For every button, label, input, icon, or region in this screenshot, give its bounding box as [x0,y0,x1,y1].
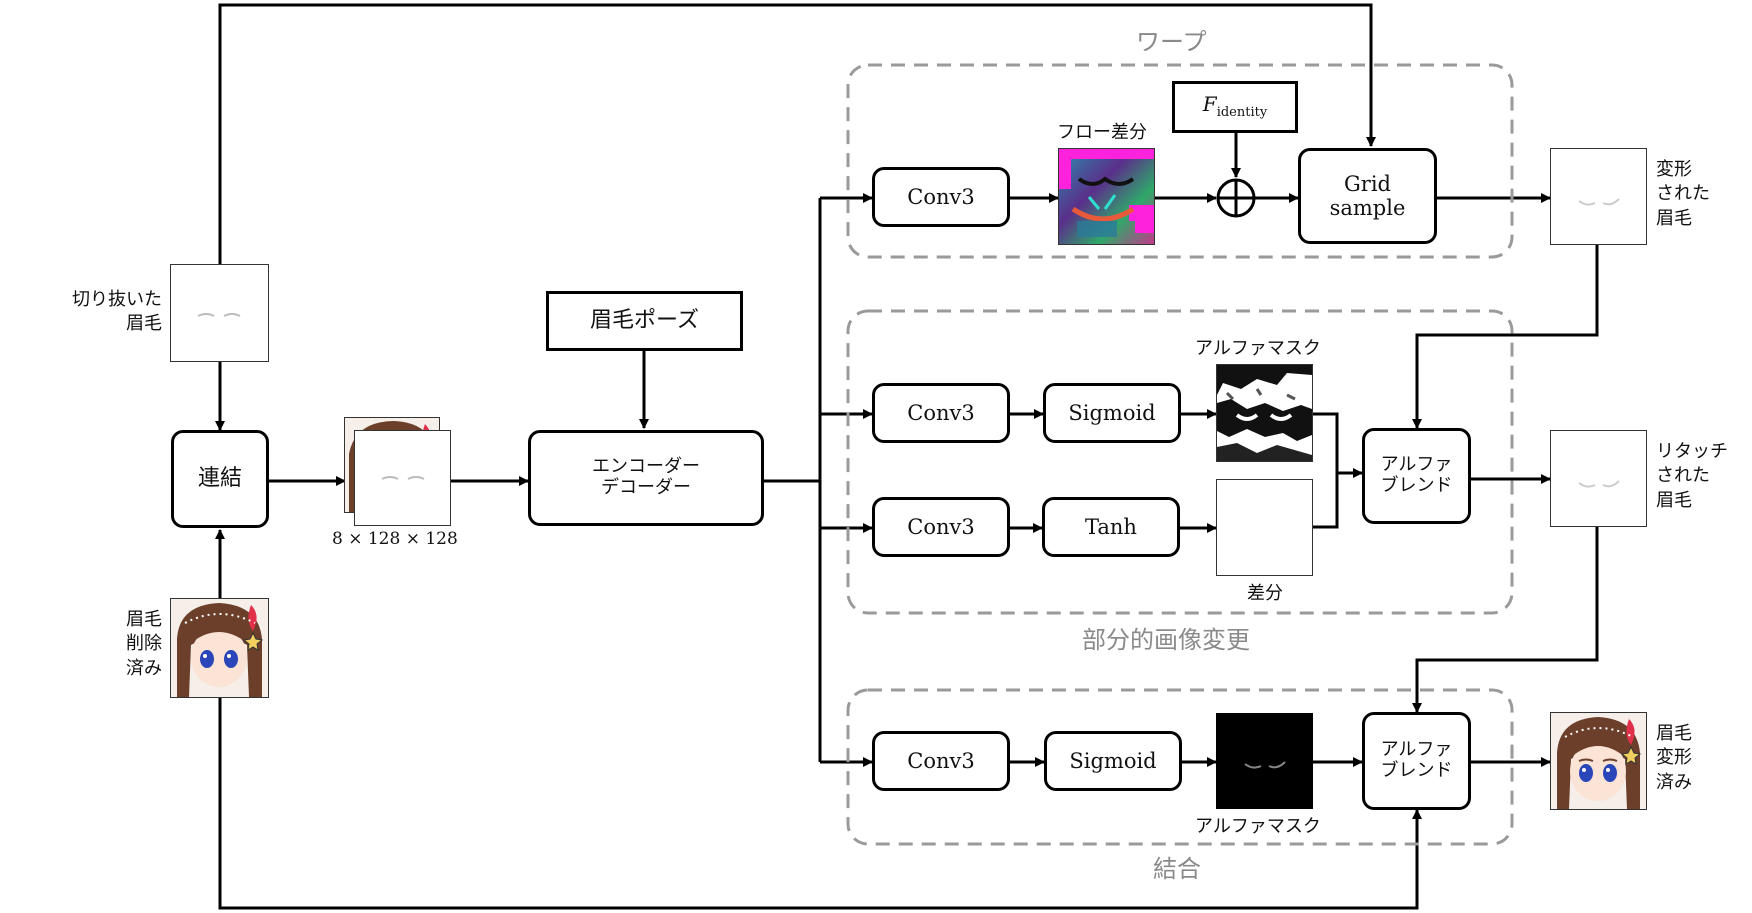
alpha-mask-combine-image [1216,713,1313,809]
eyebrow-removed-face-image [170,598,269,698]
conv3-partial-a-box: Conv3 [872,383,1010,443]
alpha-blend-partial-box: アルファ ブレンド [1362,428,1471,524]
f-identity-label: Fidentity [1203,93,1267,121]
group-frame-combine [846,688,1514,846]
eyebrow-transformed-face-image [1550,712,1647,810]
group-frame-warp [846,63,1514,259]
f-identity-main: F [1202,92,1217,117]
warped-eyebrow-line3: 眉毛 [1656,207,1692,229]
retouched-eyebrow-line2: された [1656,465,1710,487]
line-mask-to-join [1313,412,1339,529]
warped-eyebrow-line1: 変形 [1656,159,1692,180]
cropped-eyebrow-label: 切り抜いた 眉毛 [54,288,162,337]
cropped-eyebrow-label-line2: 眉毛 [126,313,162,335]
cropped-eyebrow-label-line1: 切り抜いた [72,289,162,310]
eyebrow-removed-label-line3: 済み [126,657,162,679]
warped-eyebrow-image [1550,148,1647,245]
retouched-eyebrow-label: リタッチ された 眉毛 [1656,440,1728,513]
eyebrow-removed-label-line1: 眉毛 [126,609,162,630]
sigmoid-combine-box: Sigmoid [1044,731,1182,791]
conv3-partial-b-box: Conv3 [872,497,1010,557]
flow-diff-image [1058,148,1155,245]
diff-label: 差分 [1247,583,1283,604]
concat-box: 連結 [171,430,269,528]
encoder-decoder-line1: エンコーダー [592,456,700,478]
eyebrow-removed-label-line2: 削除 [126,633,162,655]
eyebrow-pose-box: 眉毛ポーズ [546,291,743,351]
alpha-blend-combine-line1: アルファ [1380,739,1453,761]
plus-circle-icon [1216,178,1256,218]
grid-sample-line2: sample [1329,196,1406,220]
group-title-partial: 部分的画像変更 [1082,626,1250,654]
alpha-mask-partial-image [1216,364,1313,462]
conv3-warp-box: Conv3 [872,167,1010,227]
group-title-warp: ワープ [1136,28,1207,56]
line-warped-to-blend [1412,245,1599,429]
warped-eyebrow-line2: された [1656,183,1710,205]
tensor-size-label: 8 × 128 × 128 [332,529,458,549]
encoder-decoder-line2: デコーダー [601,477,691,498]
eyebrow-transformed-label: 眉毛 変形 済み [1656,722,1692,795]
f-identity-box: Fidentity [1172,81,1298,133]
group-frame-partial [846,309,1514,615]
eyebrow-removed-label: 眉毛 削除 済み [108,608,162,681]
conv3-combine-box: Conv3 [872,731,1010,791]
cropped-eyebrow-image [170,264,269,362]
alpha-blend-partial-line2: ブレンド [1380,475,1453,496]
alpha-blend-partial-line1: アルファ [1380,454,1453,476]
grid-sample-box: Grid sample [1298,148,1437,244]
retouched-eyebrow-line3: 眉毛 [1656,489,1692,511]
eyebrow-transformed-line2: 変形 [1656,747,1692,769]
line-retouched-to-blend [1412,527,1599,713]
encoder-decoder-box: エンコーダー デコーダー [528,430,764,526]
grid-sample-line1: Grid [1344,171,1391,196]
alpha-mask-combine-label: アルファマスク [1195,816,1321,837]
tensor-front-image [354,430,451,526]
warped-eyebrow-label: 変形 された 眉毛 [1656,158,1710,231]
retouched-eyebrow-line1: リタッチ [1656,441,1728,462]
f-identity-sub: identity [1216,105,1268,121]
retouched-eyebrow-image [1550,430,1647,527]
sigmoid-partial-box: Sigmoid [1043,383,1181,443]
alpha-blend-combine-box: アルファ ブレンド [1362,712,1471,810]
eyebrow-transformed-line1: 眉毛 [1656,723,1692,744]
diff-image [1216,479,1313,576]
group-title-combine: 結合 [1153,855,1201,883]
alpha-mask-partial-label: アルファマスク [1195,338,1321,359]
line-bottom-loop [218,698,1422,910]
line-top-loop [218,3,1376,265]
flow-diff-label: フロー差分 [1057,122,1147,143]
tanh-partial-box: Tanh [1042,497,1180,557]
eyebrow-transformed-line3: 済み [1656,771,1692,793]
alpha-blend-combine-line2: ブレンド [1380,760,1453,781]
